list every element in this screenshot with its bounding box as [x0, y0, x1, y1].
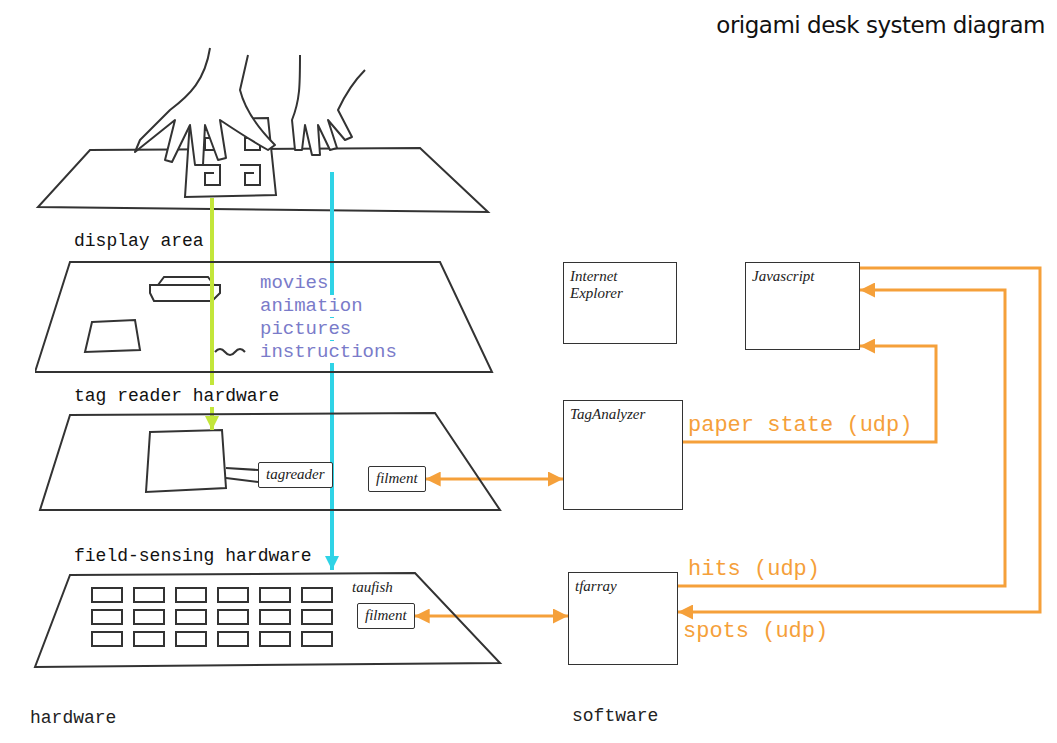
hardware-module: tagreader	[258, 462, 333, 488]
electrode	[260, 610, 290, 624]
electrode	[134, 588, 164, 602]
layer-heading: display area	[72, 230, 206, 252]
layer-heading: tag reader hardware	[72, 385, 281, 407]
software-box: Internet Explorer	[563, 262, 677, 344]
software-box: tfarray	[568, 572, 678, 665]
board-name: taufish	[352, 579, 393, 596]
layer-edge	[35, 262, 492, 372]
signal-label: spots (udp)	[683, 620, 828, 644]
antenna-pad	[146, 430, 226, 492]
signal-connector	[683, 346, 936, 442]
antenna-wire	[226, 468, 258, 482]
electrode	[302, 610, 332, 624]
software-box: TagAnalyzer	[563, 400, 683, 510]
layer-edge	[40, 413, 500, 510]
module-name: Internet Explorer	[570, 268, 670, 302]
projected-paper	[85, 320, 140, 352]
module-name: filment	[376, 470, 418, 486]
electrode	[218, 588, 248, 602]
hardware-module: filment	[368, 466, 426, 492]
software-box: Javascript	[745, 262, 860, 350]
media-list: movies animation pictures instructions	[260, 272, 397, 363]
module-name: tagreader	[266, 466, 325, 482]
signal-connector	[426, 478, 563, 481]
section-label: software	[572, 706, 658, 726]
electrode	[134, 610, 164, 624]
module-name: filment	[365, 607, 407, 623]
electrode	[260, 632, 290, 646]
electrode	[302, 632, 332, 646]
layer-heading: field-sensing hardware	[72, 545, 314, 567]
electrode	[302, 588, 332, 602]
module-name: tfarray	[575, 578, 617, 595]
electrode	[134, 632, 164, 646]
electrode	[92, 588, 122, 602]
electrode	[176, 632, 206, 646]
tag-glyph	[200, 165, 220, 185]
electrode	[176, 588, 206, 602]
electrode-grid	[92, 588, 332, 646]
layer-plane: tag reader hardware tagreader filment	[35, 385, 505, 515]
projected-tray	[150, 277, 220, 301]
right-hand	[292, 55, 365, 155]
projected-squiggle	[215, 349, 245, 355]
signal-connector	[415, 615, 568, 618]
tag-glyph	[240, 165, 260, 185]
electrode	[92, 610, 122, 624]
electrode	[260, 588, 290, 602]
section-label: hardware	[30, 708, 116, 728]
signal-label: paper state (udp)	[688, 414, 912, 438]
electrode	[176, 610, 206, 624]
layer-edge	[35, 573, 500, 667]
electrode	[92, 632, 122, 646]
module-name: Javascript	[752, 268, 814, 285]
module-name: TagAnalyzer	[570, 406, 645, 423]
electrode	[218, 632, 248, 646]
layer-plane: field-sensing hardware taufish filment	[30, 545, 520, 670]
left-hand	[135, 48, 275, 165]
electrode	[218, 610, 248, 624]
media-list-block: movies animation pictures instructions	[260, 272, 410, 364]
signal-label: hits (udp)	[688, 558, 820, 582]
hardware-module: filment	[357, 603, 415, 629]
diagram-title: origami desk system diagram	[716, 12, 1045, 38]
